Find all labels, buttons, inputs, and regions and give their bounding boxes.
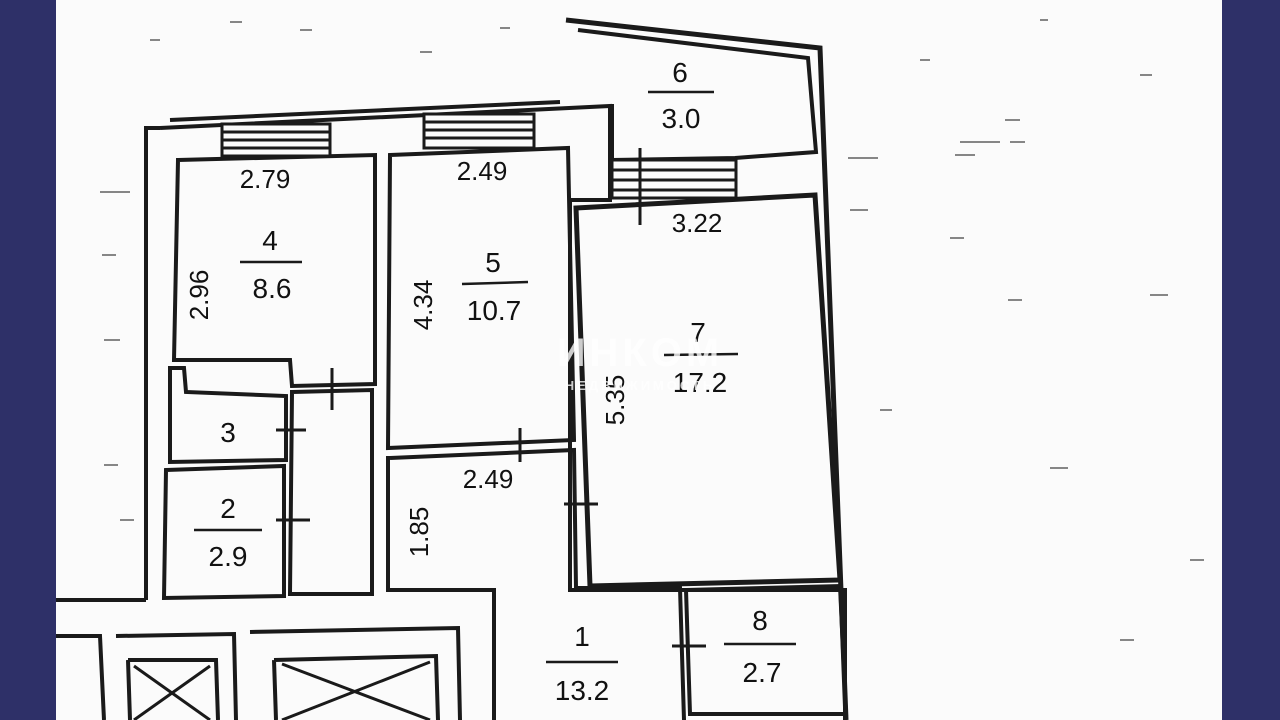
watermark-brand: ИНКОМ <box>557 331 723 375</box>
room-6-label: 6 3.0 <box>648 57 714 134</box>
svg-text:8: 8 <box>752 605 768 636</box>
shaft-crosses <box>133 660 431 720</box>
svg-text:8.6: 8.6 <box>253 273 292 304</box>
room5-height-label: 4.34 <box>408 280 438 331</box>
room7-width-label: 3.22 <box>672 208 723 238</box>
svg-text:13.2: 13.2 <box>555 675 610 706</box>
svg-text:2.9: 2.9 <box>209 541 248 572</box>
room-4-label: 4 8.6 <box>240 225 302 304</box>
door-marks <box>276 368 706 648</box>
svg-text:4: 4 <box>262 225 278 256</box>
svg-text:7: 7 <box>690 317 706 348</box>
watermark-logo: ИНКОМ НЕДВИЖИМОСТЬ <box>557 331 723 393</box>
room-8-label: 8 2.7 <box>724 605 796 688</box>
svg-text:3: 3 <box>220 417 236 448</box>
hall-width-label: 2.49 <box>463 464 514 494</box>
windows <box>220 112 738 225</box>
room4-width-label: 2.79 <box>240 164 291 194</box>
room5-width-label: 2.49 <box>457 156 508 186</box>
room4-height-label: 2.96 <box>184 270 214 321</box>
svg-text:10.7: 10.7 <box>467 295 522 326</box>
svg-text:3.0: 3.0 <box>662 103 701 134</box>
svg-text:5: 5 <box>485 247 501 278</box>
watermark-tagline: НЕДВИЖИМОСТЬ <box>565 378 715 393</box>
svg-text:2: 2 <box>220 493 236 524</box>
svg-text:17.2: 17.2 <box>673 367 728 398</box>
room-5-label: 5 10.7 <box>461 247 529 326</box>
hall-height-label: 1.85 <box>404 507 434 558</box>
svg-text:1: 1 <box>574 621 590 652</box>
svg-text:2.7: 2.7 <box>743 657 782 688</box>
room-3-label: 3 <box>220 417 236 448</box>
room-2-label: 2 2.9 <box>194 493 262 572</box>
room-7-label: 7 17.2 <box>663 317 739 398</box>
room7-height-label: 5.35 <box>600 375 630 426</box>
scan-specks <box>100 19 1204 641</box>
svg-text:6: 6 <box>672 57 688 88</box>
room-1-label: 1 13.2 <box>546 621 618 706</box>
